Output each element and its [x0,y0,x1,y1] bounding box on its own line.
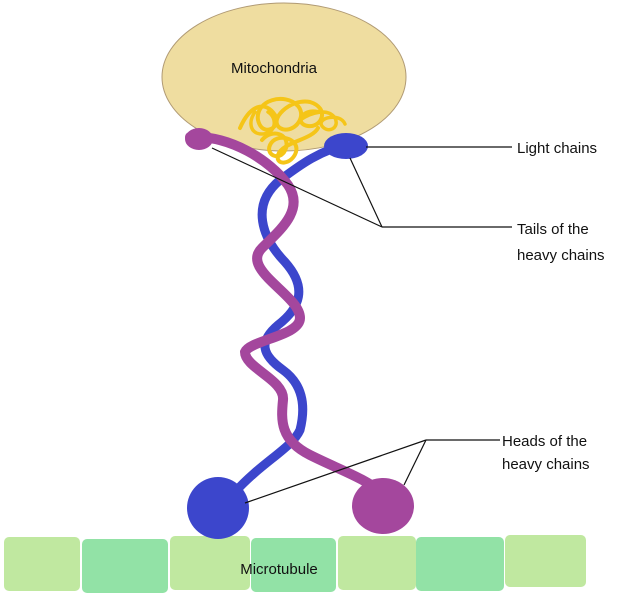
microtubule-segment [416,537,504,591]
light-chains [238,96,347,165]
label-heads-line1: Heads of the [502,433,587,450]
heavy-chains [185,128,390,500]
leader-line-heads-left [244,439,427,504]
label-tails-line2: heavy chains [517,247,605,264]
head-blue [187,477,249,539]
label-light-chains: Light chains [517,140,597,157]
tail-knob-blue [324,133,368,159]
label-heads-line2: heavy chains [502,456,590,473]
tail-knob-purple [185,128,213,150]
leader-lines [211,146,512,504]
light-chain-strand [298,110,347,132]
leader-line-tails-left [211,147,383,228]
motor-heads [187,477,414,539]
callout-labels: Light chains Tails of the heavy chains H… [502,140,605,473]
light-chain-strand [249,110,276,136]
heavy-chain-purple [185,131,390,500]
label-tails-line1: Tails of the [517,221,589,238]
leader-line-heads-right [403,439,427,486]
microtubule-segment [251,538,336,592]
head-purple [352,478,414,534]
light-chain-strand [238,96,324,132]
microtubule-segment [170,536,250,590]
microtubule-label: Microtubule [240,561,318,578]
microtubule-segment [338,536,416,590]
microtubule-segment [505,535,586,587]
microtubule-segment [4,537,80,591]
leader-line-tails-right [349,157,383,228]
microtubule: Microtubule [4,535,586,593]
light-chain-strand [260,126,320,165]
microtubule-segment [82,539,168,593]
mitochondria-label: Mitochondria [231,60,318,77]
